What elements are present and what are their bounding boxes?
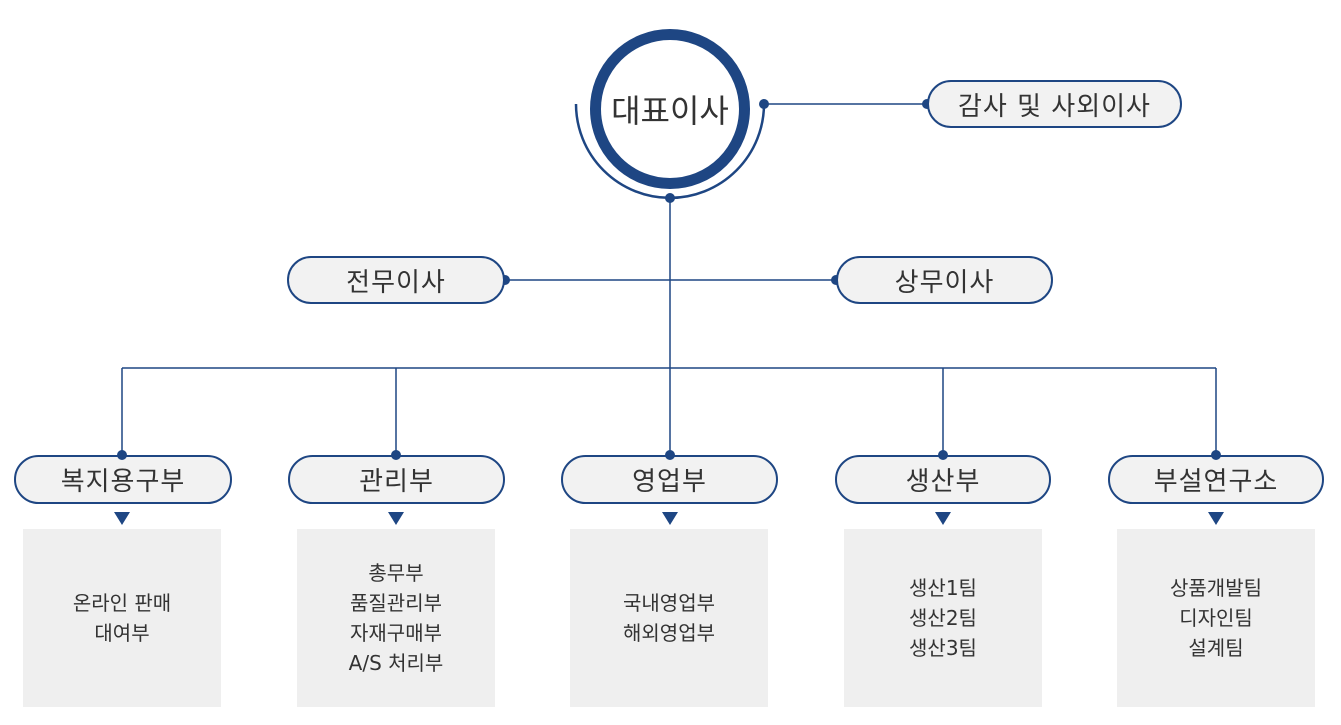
sub-unit-label: 해외영업부 (623, 621, 715, 645)
department-label: 영업부 (632, 467, 707, 497)
executive-label: 전무이사 (346, 267, 446, 298)
sub-unit-box: 국내영업부 해외영업부 (570, 529, 768, 707)
junction-dot (665, 193, 675, 203)
down-arrow-icon (1208, 512, 1224, 525)
department-label: 관리부 (359, 467, 434, 497)
department-node: 생산부 (835, 455, 1051, 504)
ceo-node: 대표이사 (590, 29, 750, 189)
sub-unit-label: 품질관리부 (350, 591, 442, 615)
down-arrow-icon (388, 512, 404, 525)
sub-unit-label: 설계팀 (1188, 636, 1244, 660)
sub-unit-label: 디자인팀 (1179, 606, 1253, 630)
sub-unit-label: 대여부 (94, 621, 150, 645)
down-arrow-icon (114, 512, 130, 525)
department-label: 생산부 (905, 467, 981, 497)
down-arrow-icon (935, 512, 951, 525)
department-node: 영업부 (561, 455, 778, 504)
down-arrow-icon (662, 512, 678, 525)
sub-unit-label: 온라인 판매 (72, 591, 172, 615)
sub-unit-label: 생산2팀 (909, 606, 977, 630)
sub-unit-label: 국내영업부 (623, 591, 715, 615)
sub-unit-label: 생산3팀 (909, 636, 977, 660)
executive-node-senior: 전무이사 (287, 256, 505, 304)
sub-unit-label: 상품개발팀 (1170, 576, 1262, 600)
department-node: 복지용구부 (14, 455, 232, 504)
junction-dot (759, 99, 769, 109)
department-label: 복지용구부 (60, 467, 186, 497)
sub-unit-label: 자재구매부 (350, 621, 442, 645)
auditor-node: 감사 및 사외이사 (927, 80, 1182, 128)
sub-unit-label: A/S 처리부 (348, 651, 444, 675)
sub-unit-box: 생산1팀 생산2팀 생산3팀 (844, 529, 1042, 707)
department-node: 부설연구소 (1108, 455, 1324, 504)
sub-unit-box: 상품개발팀 디자인팀 설계팀 (1117, 529, 1315, 707)
auditor-label: 감사 및 사외이사 (958, 91, 1151, 122)
department-label: 부설연구소 (1153, 467, 1279, 497)
sub-unit-box: 온라인 판매 대여부 (23, 529, 221, 707)
executive-node-managing: 상무이사 (836, 256, 1053, 304)
executive-label: 상무이사 (894, 267, 995, 298)
department-node: 관리부 (288, 455, 505, 504)
sub-unit-label: 생산1팀 (909, 576, 977, 600)
sub-unit-box: 총무부 품질관리부 자재구매부 A/S 처리부 (297, 529, 495, 707)
sub-unit-label: 총무부 (368, 561, 424, 585)
ceo-label: 대표이사 (611, 92, 729, 130)
